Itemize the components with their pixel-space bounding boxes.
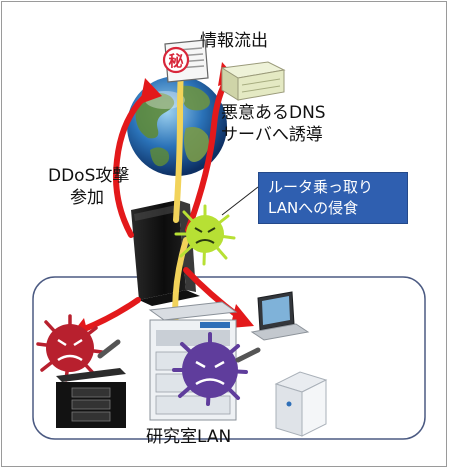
- arrow-info-leak: [173, 67, 184, 223]
- desktop-pc-icon: [274, 371, 328, 437]
- dns-label-line1: 悪意あるDNS: [221, 103, 326, 123]
- lan-boundary: [32, 276, 426, 440]
- info-leak-label: 情報流出: [200, 31, 268, 51]
- lab-lan-label: 研究室LAN: [146, 427, 232, 447]
- virus-icon: [172, 332, 261, 406]
- virus-icon: [174, 204, 236, 266]
- laptop-icon: [250, 291, 310, 341]
- arrow-to-pc: [79, 297, 141, 333]
- dns-label-line2: サーバへ誘導: [221, 125, 323, 145]
- secret-stamp: 秘: [168, 52, 183, 70]
- router-hijack-callout: ルータ乗っ取り LANへの侵食: [258, 172, 408, 224]
- callout-line2: LANへの侵食: [268, 199, 359, 217]
- virus-icon: [36, 314, 121, 382]
- ddos-label-line1: DDoS攻撃: [48, 166, 130, 186]
- arrow-to-dns: [185, 75, 231, 233]
- callout-line1: ルータ乗っ取り: [268, 178, 374, 196]
- server-tower-icon: [56, 368, 126, 428]
- router-icon: [131, 200, 200, 306]
- arrow-ddos: [112, 89, 153, 238]
- document-secret-icon: 秘: [162, 39, 209, 83]
- callout-pointer: [221, 186, 259, 216]
- ddos-label-line2: 参加: [70, 188, 104, 208]
- dns-server-icon: [220, 61, 286, 101]
